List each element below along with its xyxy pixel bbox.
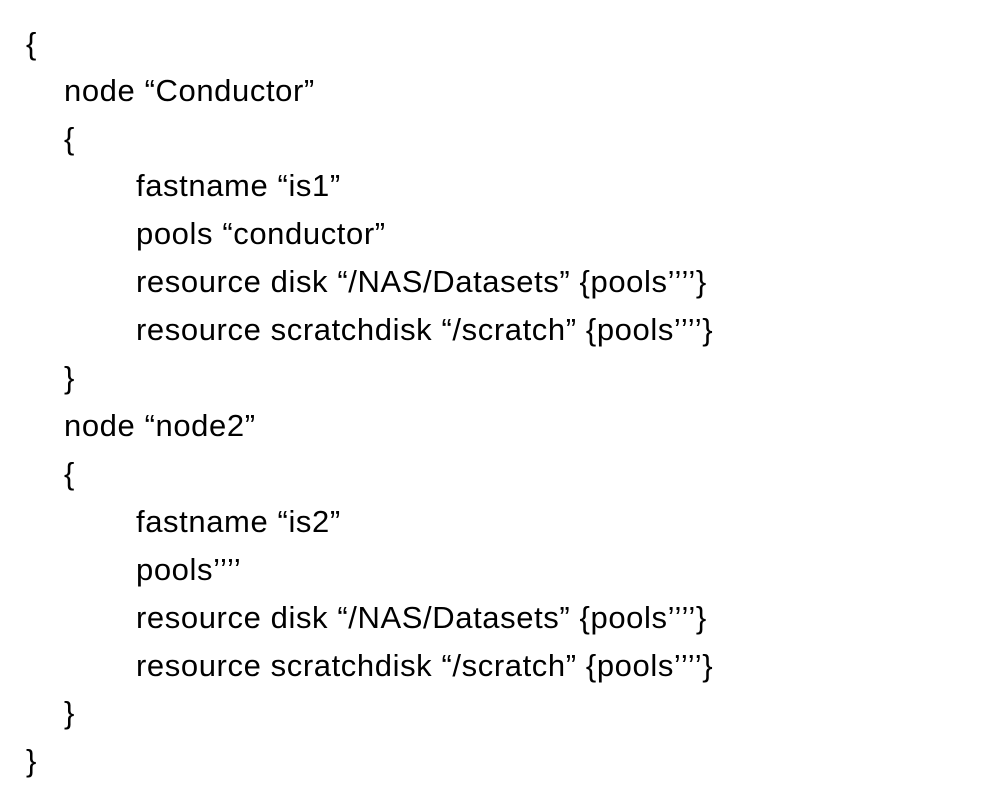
node2-resource-disk: resource disk “/NAS/Datasets” {pools’’’’… xyxy=(136,600,707,635)
conductor-scratchdisk: resource scratchdisk “/scratch” {pools’’… xyxy=(136,312,714,347)
node2-open: { xyxy=(64,456,75,491)
node2-close: } xyxy=(64,695,75,730)
open-brace-outer: { xyxy=(26,26,37,61)
node-conductor-header: node “Conductor” xyxy=(64,73,315,108)
node2-pools: pools’’’’ xyxy=(136,552,242,587)
node-conductor-close: } xyxy=(64,360,75,395)
node2-scratchdisk: resource scratchdisk “/scratch” {pools’’… xyxy=(136,648,714,683)
conductor-resource-disk: resource disk “/NAS/Datasets” {pools’’’’… xyxy=(136,264,707,299)
node2-fastname: fastname “is2” xyxy=(136,504,341,539)
node-conductor-open: { xyxy=(64,121,75,156)
conductor-pools: pools “conductor” xyxy=(136,216,386,251)
close-brace-outer: } xyxy=(26,743,37,778)
conductor-fastname: fastname “is1” xyxy=(136,168,341,203)
node2-header: node “node2” xyxy=(64,408,256,443)
